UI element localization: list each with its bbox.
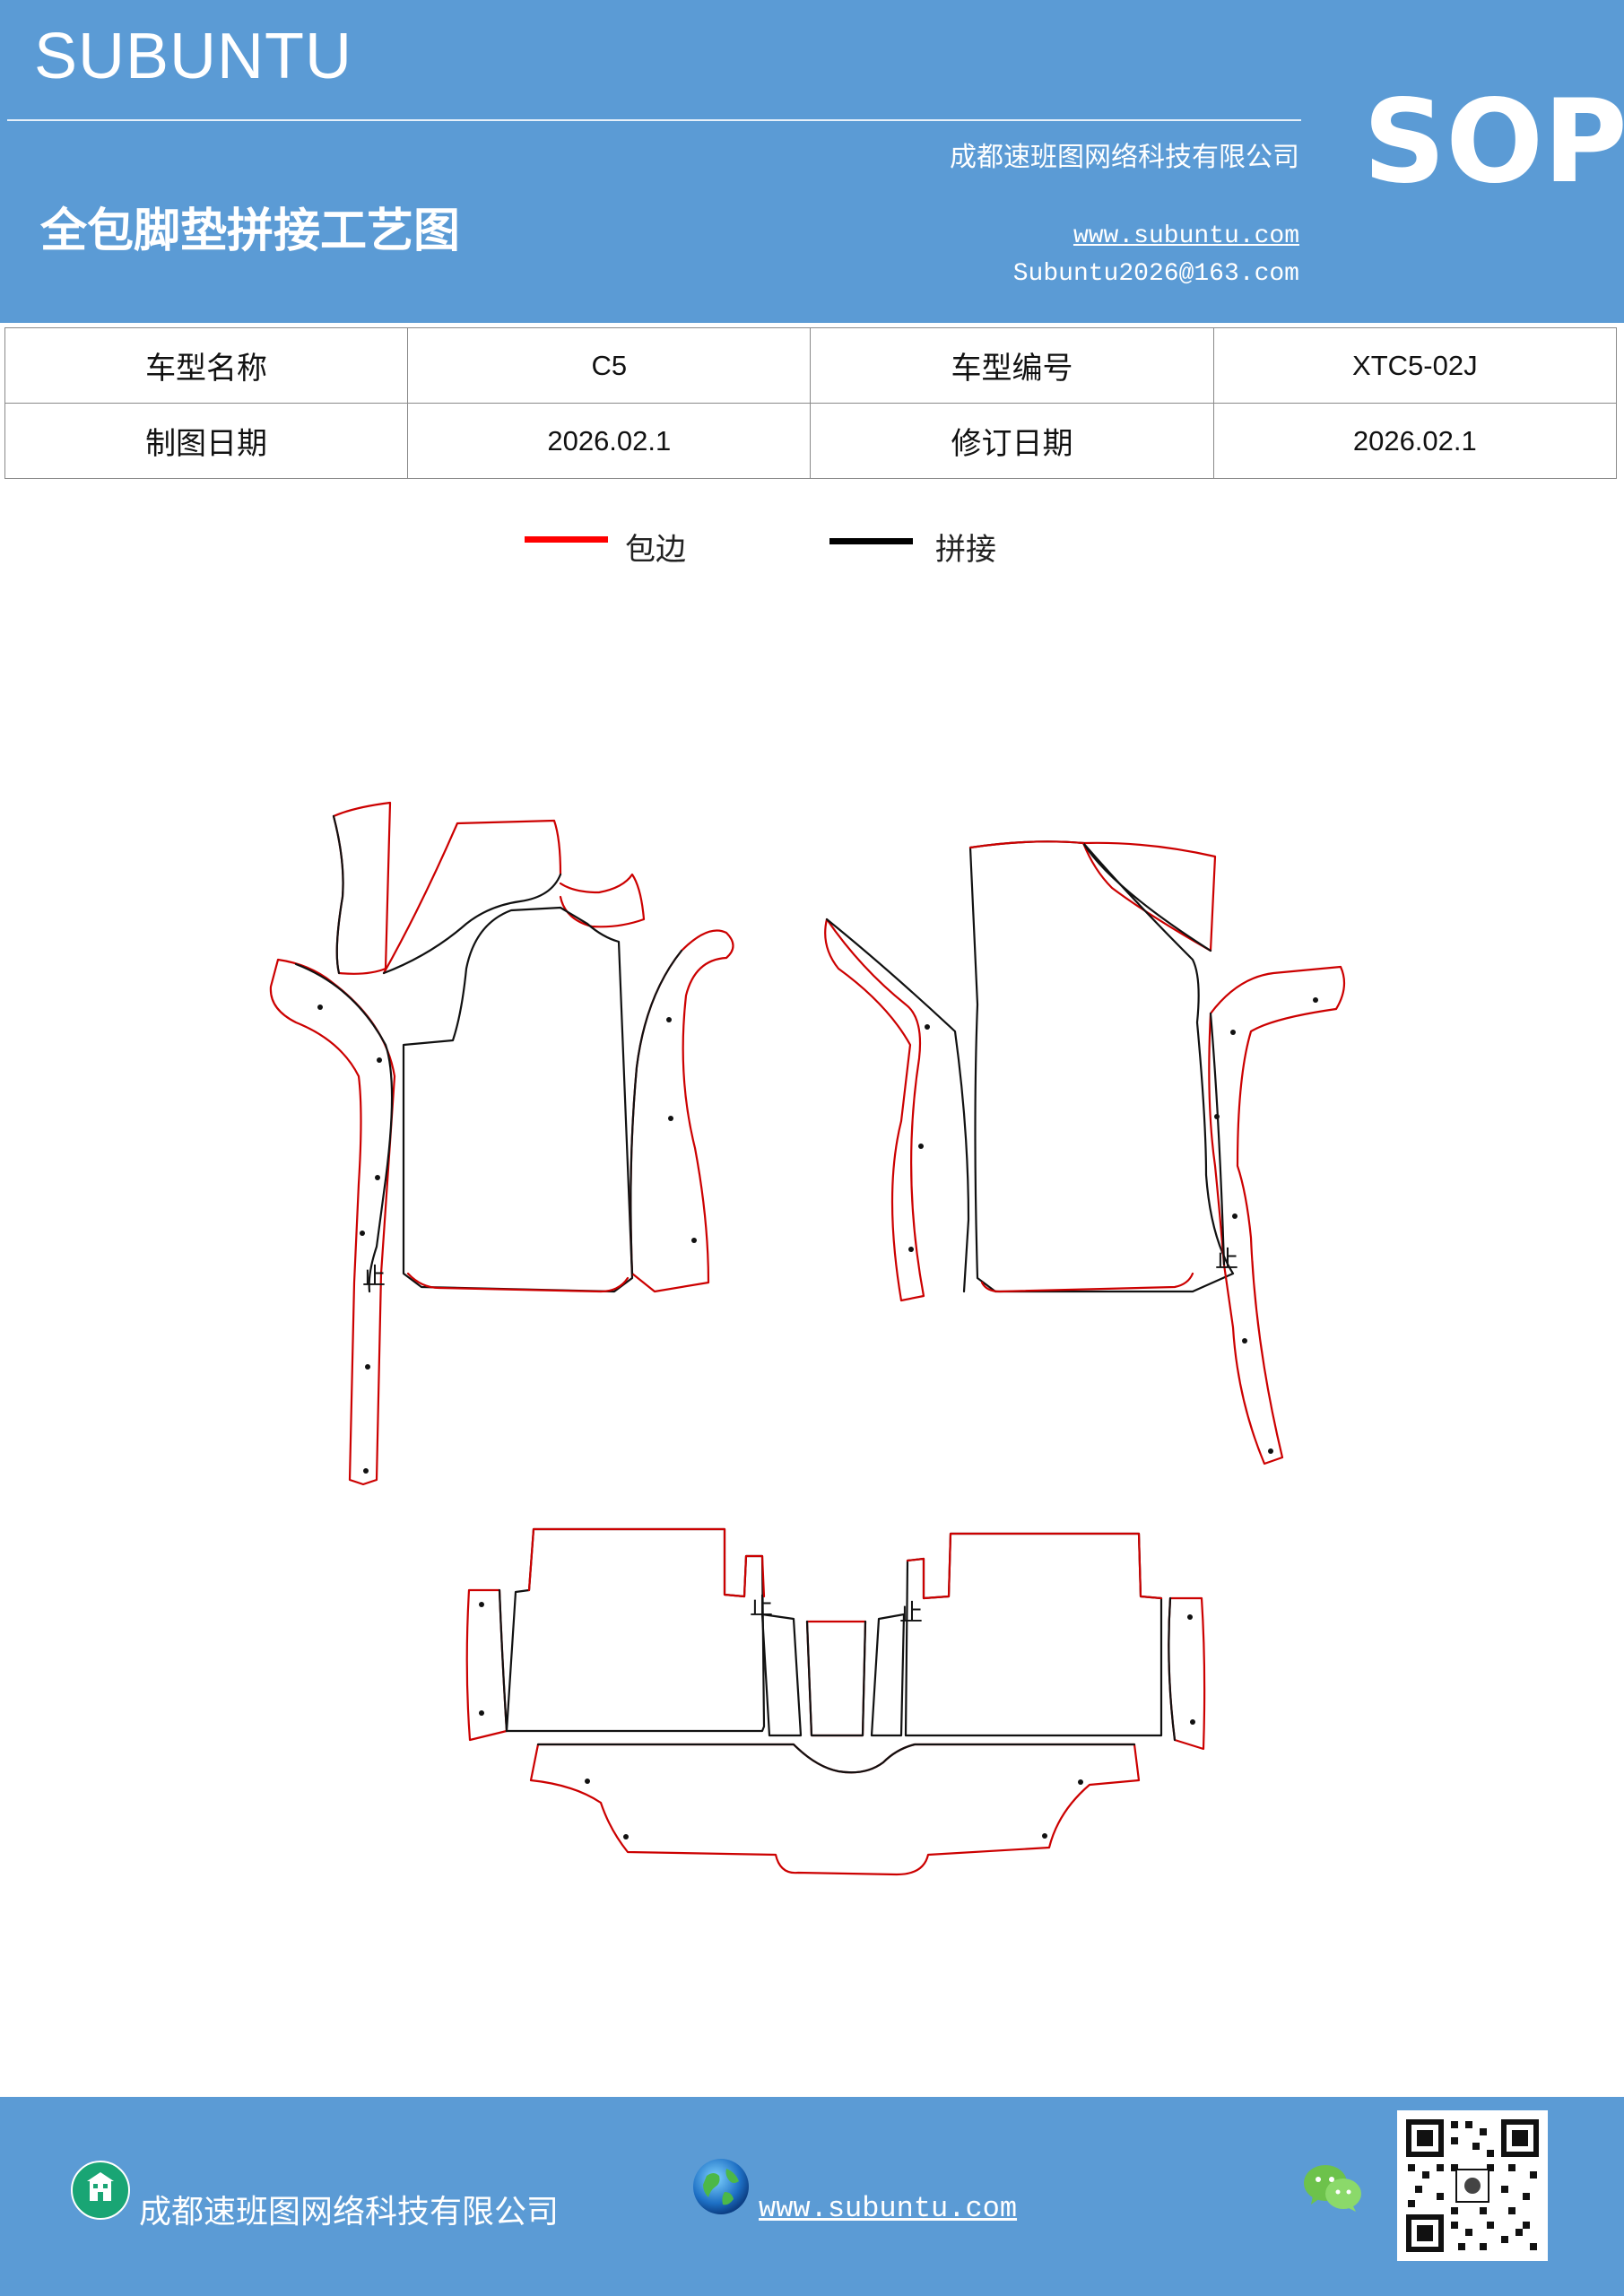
draw-date-label: 制图日期 bbox=[4, 403, 409, 479]
model-code-value: XTC5-02J bbox=[1212, 327, 1618, 404]
mat-piece-rear-right-side bbox=[1168, 1596, 1206, 1751]
building-icon bbox=[71, 2161, 130, 2220]
mat-piece-rear-center-right bbox=[870, 1613, 906, 1737]
mat-piece-rear-center-left bbox=[760, 1613, 803, 1737]
document-title: 全包脚垫拼接工艺图 bbox=[40, 204, 461, 258]
mat-piece-front-left-hook bbox=[559, 873, 646, 928]
draw-date-value: 2026.02.1 bbox=[407, 403, 812, 479]
mat-piece-rear-bottom bbox=[529, 1743, 1141, 1876]
qr-code[interactable] bbox=[1397, 2110, 1548, 2261]
mat-piece-front-right-main bbox=[968, 840, 1235, 1293]
header-company-name: 成都速班图网络科技有限公司 bbox=[950, 142, 1299, 173]
mat-piece-front-left-sill bbox=[269, 958, 396, 1486]
legend-edge-swatch bbox=[525, 536, 608, 543]
mat-piece-front-left-sliver bbox=[332, 801, 392, 975]
legend-edge-label: 包边 bbox=[625, 532, 686, 568]
revision-date-label: 修订日期 bbox=[810, 403, 1214, 479]
model-code-label: 车型编号 bbox=[810, 327, 1214, 404]
header-divider bbox=[7, 119, 1301, 121]
footer-website-link[interactable]: www.subuntu.com bbox=[759, 2192, 1018, 2225]
mat-piece-front-left-center-strip bbox=[630, 929, 734, 1293]
mat-piece-front-right-upper bbox=[1081, 841, 1217, 952]
wechat-icon[interactable] bbox=[1302, 2161, 1365, 2215]
mat-piece-front-left-upper bbox=[382, 819, 562, 975]
model-name-value: C5 bbox=[407, 327, 812, 404]
legend-seam-label: 拼接 bbox=[935, 532, 996, 568]
header-band: SUBUNTU 成都速班图网络科技有限公司 全包脚垫拼接工艺图 www.subu… bbox=[0, 0, 1624, 323]
globe-icon bbox=[693, 2159, 749, 2214]
mat-piece-rear-right-main bbox=[904, 1532, 1163, 1737]
mat-piece-front-right-sill bbox=[1208, 965, 1346, 1465]
header-email[interactable]: Subuntu2026@163.com bbox=[1012, 260, 1299, 288]
mat-piece-rear-center bbox=[805, 1620, 867, 1737]
stop-mark: 止 bbox=[362, 1264, 386, 1291]
header-website-link[interactable]: www.subuntu.com bbox=[1073, 222, 1299, 250]
stop-mark: 止 bbox=[899, 1600, 923, 1627]
footer-company-name: 成都速班图网络科技有限公司 bbox=[139, 2194, 560, 2231]
model-name-label: 车型名称 bbox=[4, 327, 409, 404]
mat-piece-rear-left-side bbox=[465, 1588, 508, 1742]
legend-seam-swatch bbox=[829, 538, 913, 544]
table-row: 制图日期 2026.02.1 修订日期 2026.02.1 bbox=[4, 403, 1618, 479]
stop-mark: 止 bbox=[1215, 1247, 1238, 1274]
brand-logo-text: SUBUNTU bbox=[34, 21, 353, 92]
table-row: 车型名称 C5 车型编号 XTC5-02J bbox=[4, 327, 1618, 404]
revision-date-value: 2026.02.1 bbox=[1212, 403, 1618, 479]
mat-piece-front-left-main bbox=[402, 906, 634, 1293]
mat-piece-rear-left-main bbox=[505, 1527, 766, 1733]
sop-badge: SOP bbox=[1363, 75, 1624, 209]
vehicle-info-table: 车型名称 C5 车型编号 XTC5-02J 制图日期 2026.02.1 修订日… bbox=[4, 327, 1618, 479]
stop-mark: 止 bbox=[750, 1594, 773, 1621]
mat-piece-front-right-left-strip bbox=[824, 918, 970, 1302]
